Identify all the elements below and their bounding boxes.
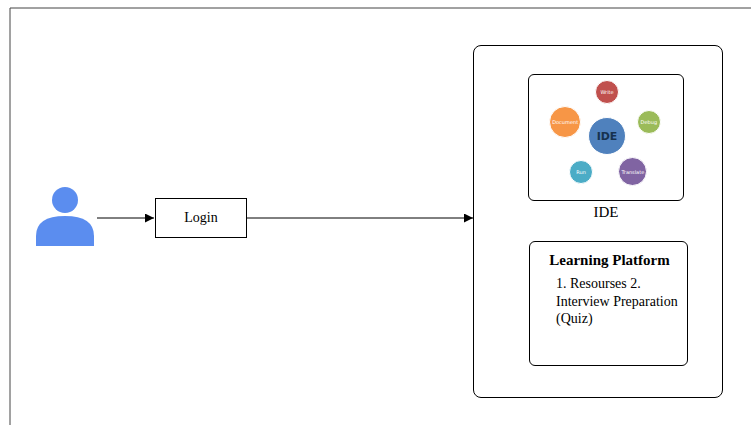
node-label: Debug — [641, 119, 657, 125]
node-label: Write — [600, 89, 613, 95]
box-heading: Learning Platform — [540, 252, 679, 269]
user-body — [36, 216, 94, 246]
platform-panel: IDE IDE WriteDebugTranslate Run DocumentLear… — [473, 45, 723, 398]
node-label: Translate — [622, 169, 645, 175]
node-label: Login — [184, 210, 217, 226]
box-body: 1. Resourses 2. Interview Preparation (Q… — [540, 275, 679, 328]
frame-line — [10, 8, 11, 425]
user-arrow — [97, 218, 154, 219]
frame-line — [10, 8, 751, 9]
ide-figure: IDEIDEWriteDebugTranslateRunDocument — [528, 74, 684, 201]
learning-platform-box: Learning Platform 1. Resourses 2. Intervi… — [529, 241, 688, 366]
step-circle: Debug — [637, 110, 661, 134]
node-label: IDE — [597, 130, 618, 143]
user-head — [52, 187, 78, 213]
flow-arrow — [247, 218, 473, 219]
step-circle: Run — [569, 160, 593, 184]
figure-caption: IDE — [509, 204, 703, 221]
step-circle: Write — [595, 80, 619, 104]
node-label: Document — [552, 119, 578, 125]
login-box: Login — [155, 198, 247, 238]
step-circle: Document — [549, 106, 581, 138]
node-label: Run — [576, 169, 586, 175]
step-circle: Translate — [618, 157, 647, 186]
ide-core-circle: IDE — [588, 117, 626, 155]
